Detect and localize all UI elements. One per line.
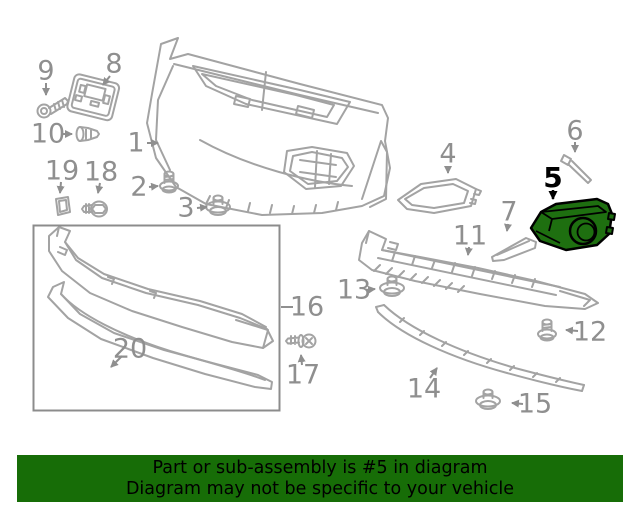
part-label-16[interactable]: 16 — [289, 291, 325, 323]
part-4-trim-art — [397, 178, 482, 214]
part-20-spoiler-art — [47, 226, 274, 390]
part-9-screw-art — [36, 97, 69, 119]
part-label-12[interactable]: 12 — [572, 316, 608, 348]
part-label-6[interactable]: 6 — [566, 115, 584, 147]
part-label-4[interactable]: 4 — [439, 138, 457, 170]
part-1-bumper-cover-art — [146, 37, 391, 216]
callout-arrows — [42, 75, 579, 408]
part-14-strip-art — [375, 304, 585, 392]
banner-line-2: Diagram may not be specific to your vehi… — [125, 478, 515, 499]
part-2-bolt-art — [159, 170, 179, 194]
part-label-13[interactable]: 13 — [336, 274, 372, 306]
part-label-19[interactable]: 19 — [44, 155, 80, 187]
part-label-9[interactable]: 9 — [37, 55, 55, 87]
part-label-17[interactable]: 17 — [285, 359, 321, 391]
part-label-1[interactable]: 1 — [127, 127, 145, 159]
part-6-screw-art — [560, 154, 592, 184]
part-label-14[interactable]: 14 — [406, 373, 442, 405]
banner-line-1: Part or sub-assembly is #5 in diagram — [152, 457, 488, 478]
part-label-7[interactable]: 7 — [500, 196, 518, 228]
part-8-license-bracket-art — [66, 73, 121, 122]
part-19-pad-art — [55, 196, 71, 216]
part-11-skid-garnish-art — [358, 230, 599, 310]
highlighted-part-5[interactable] — [529, 197, 616, 252]
part-label-20[interactable]: 20 — [112, 333, 148, 365]
part-label-10[interactable]: 10 — [30, 118, 66, 150]
part-label-3[interactable]: 3 — [177, 192, 195, 224]
part-label-2[interactable]: 2 — [130, 171, 148, 203]
info-banner: Part or sub-assembly is #5 in diagram Di… — [17, 455, 623, 502]
part-12-bolt-art — [537, 318, 557, 342]
part-15-grommet-art — [475, 388, 501, 410]
part-label-8[interactable]: 8 — [105, 48, 123, 80]
part-17-screw-art — [285, 333, 317, 349]
part-13-grommet-art — [379, 275, 405, 297]
inset-box — [32, 224, 281, 412]
part-label-18[interactable]: 18 — [83, 156, 119, 188]
part-18-bolt-art — [81, 200, 108, 218]
part-10-clip-art — [75, 126, 100, 142]
part-7-bracket-art — [491, 237, 537, 262]
part-label-5-highlighted[interactable]: 5 — [543, 161, 563, 194]
part-label-11[interactable]: 11 — [452, 220, 488, 252]
part-label-15[interactable]: 15 — [517, 388, 553, 420]
